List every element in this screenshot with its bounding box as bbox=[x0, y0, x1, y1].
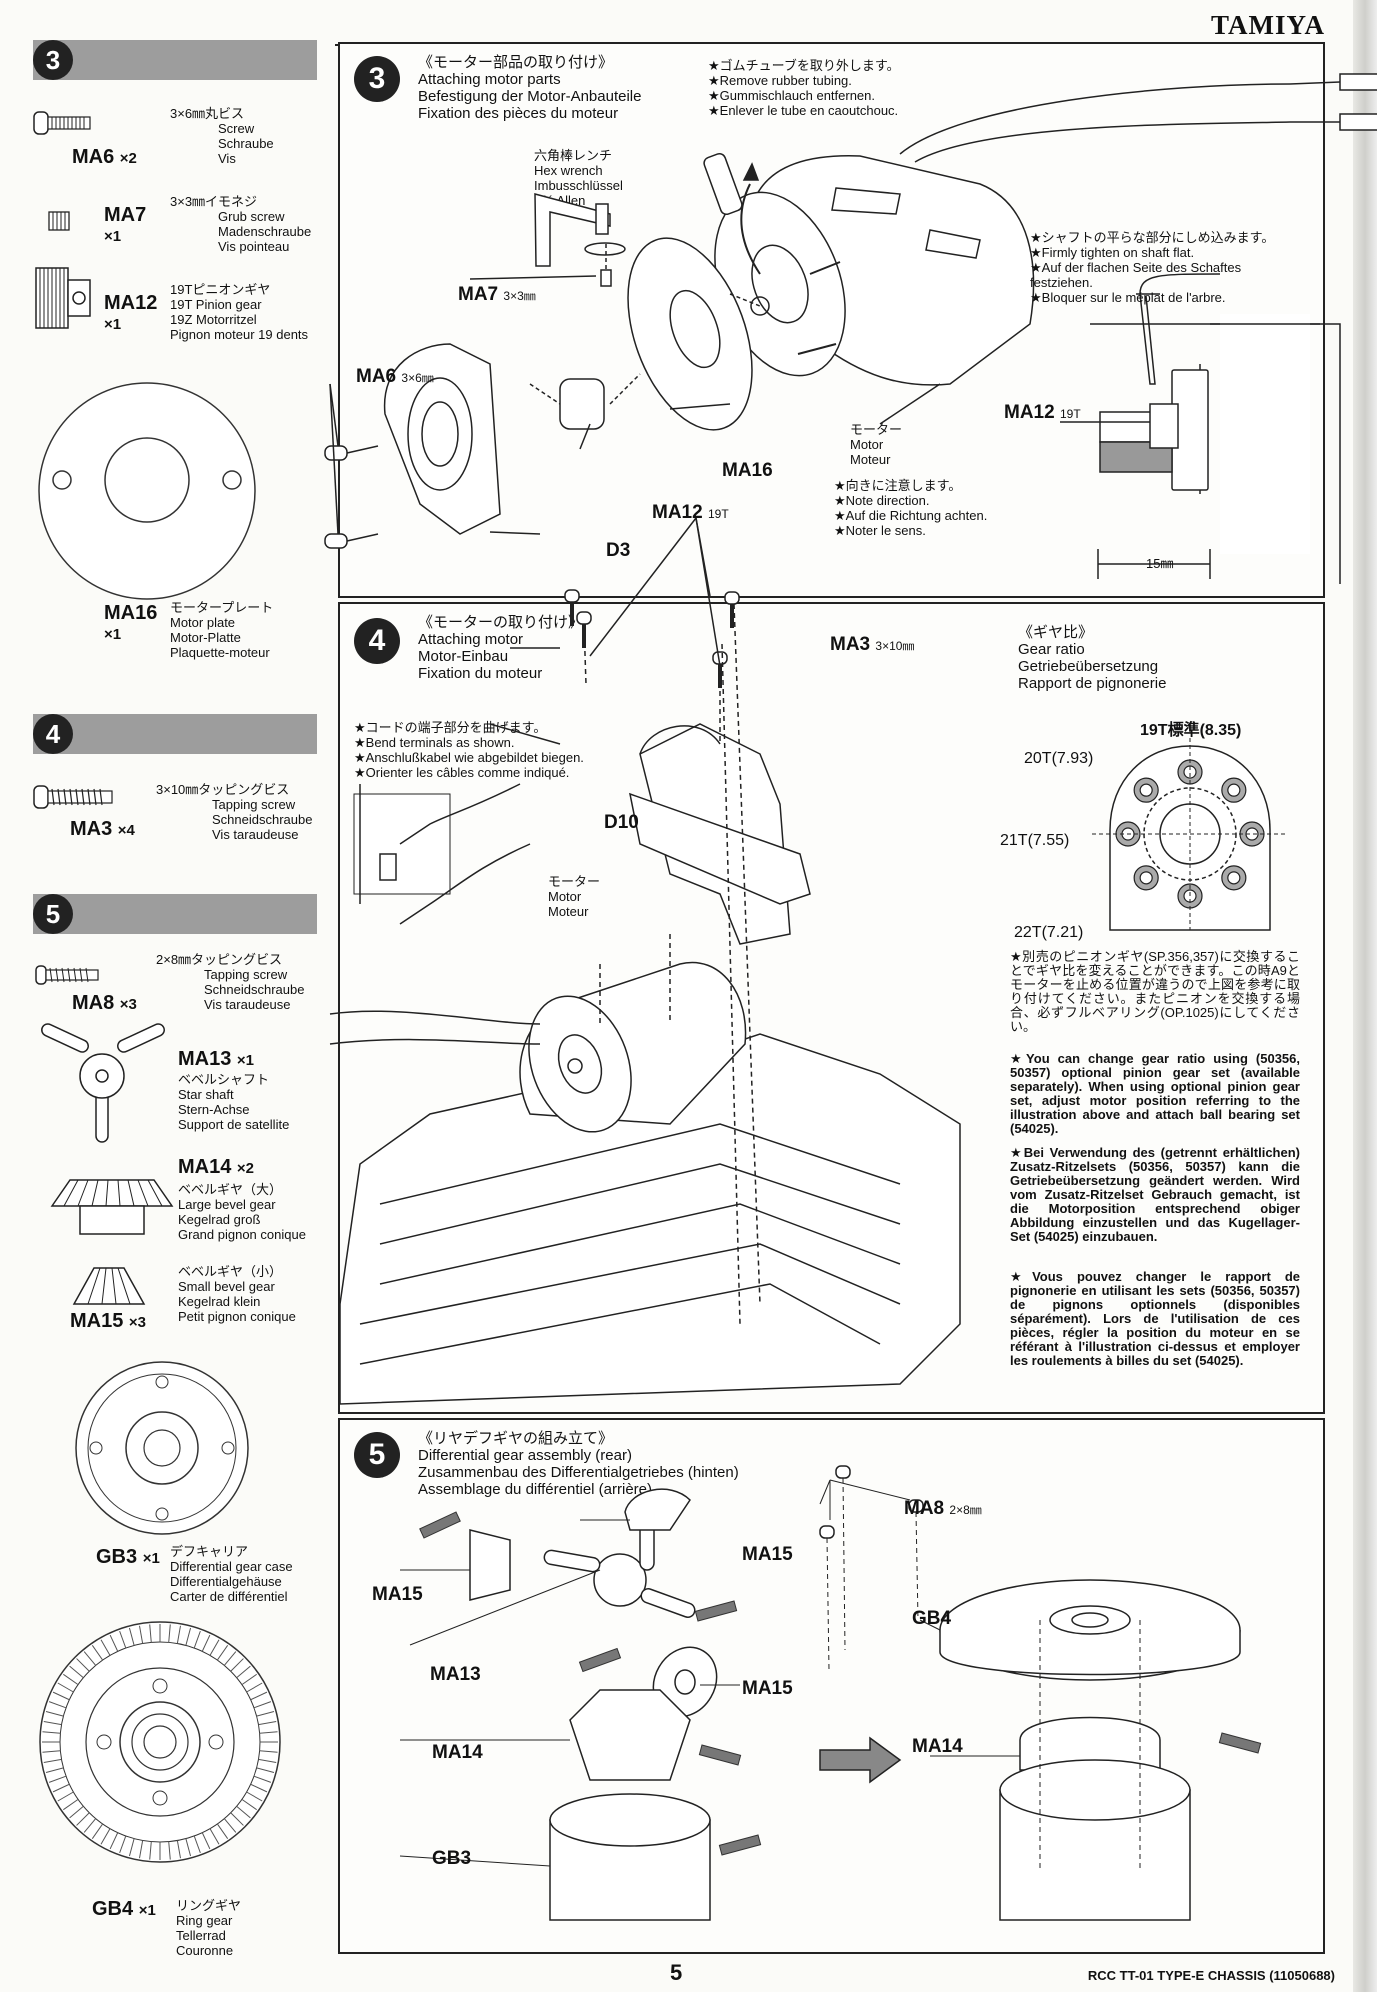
ma14-code: MA14 ×2 bbox=[178, 1156, 255, 1178]
gear-ratio-19t: 19T標準(8.35) bbox=[1140, 722, 1242, 739]
step-3-ma12-label: MA12 19T bbox=[652, 502, 729, 523]
sidebar-section-3-header: 3 bbox=[33, 40, 317, 80]
ma7-description: 3×3㎜イモネジ Grub screw Madenschraube Vis po… bbox=[170, 194, 312, 254]
gear-ratio-20t: 20T(7.93) bbox=[1024, 750, 1094, 767]
step-5-ma14-right-label: MA14 bbox=[912, 1736, 963, 1757]
sidebar-section-5-header: 5 bbox=[33, 894, 317, 934]
step-3-inset-ma12-label: MA12 19T bbox=[1004, 402, 1081, 423]
page-binding-edge bbox=[1353, 0, 1377, 1992]
hex-wrench-label: 六角棒レンチ Hex wrench Imbusschlüssel Clé All… bbox=[534, 148, 623, 208]
ma8-screw-icon bbox=[35, 965, 99, 985]
ma6-description: 3×6㎜丸ビス Screw Schraube Vis bbox=[170, 106, 274, 166]
step-3-d3-label: D3 bbox=[606, 540, 631, 561]
ma13-description: ベベルシャフト Star shaft Stern-Achse Support d… bbox=[178, 1072, 290, 1132]
step-5-gb3-label: GB3 bbox=[432, 1848, 472, 1869]
page-number: 5 bbox=[670, 1960, 683, 1985]
sidebar-section-3-number: 3 bbox=[33, 40, 73, 80]
step-3-number: 3 bbox=[354, 56, 400, 102]
step-5-ma14-label: MA14 bbox=[432, 1742, 483, 1763]
step-5-gb4-label: GB4 bbox=[912, 1608, 952, 1629]
gear-ratio-21t: 21T(7.55) bbox=[1000, 832, 1070, 849]
ma6-code: MA6 ×2 bbox=[72, 146, 137, 168]
brand-logo: TAMIYA bbox=[1210, 10, 1325, 40]
step-4-motor-label: モーター Motor Moteur bbox=[548, 874, 601, 919]
gb4-ring-gear-icon bbox=[39, 1621, 281, 1863]
step-3-tube-note: ★ゴムチューブを取り外します。 ★Remove rubber tubing. ★… bbox=[708, 58, 900, 118]
step-4-title: 《モーターの取り付け》 Attaching motor Motor-Einbau… bbox=[418, 614, 584, 682]
gb4-code: GB4 ×1 bbox=[92, 1898, 156, 1920]
ma15-small-bevel-gear-icon bbox=[72, 1267, 146, 1305]
sidebar-section-4-number: 4 bbox=[33, 714, 73, 754]
ma3-screw-icon bbox=[33, 785, 113, 809]
ma7-grub-screw-icon bbox=[48, 211, 70, 231]
ma13-star-shaft-icon bbox=[41, 1023, 165, 1143]
gear-ratio-note-en: ★You can change gear ratio using (50356,… bbox=[1010, 1051, 1300, 1136]
sidebar-section-4-header: 4 bbox=[33, 714, 317, 754]
step-5-differential-diagram bbox=[399, 1465, 1262, 1921]
ma8-code: MA8 ×3 bbox=[72, 992, 137, 1014]
step-5-ma15-left-label: MA15 bbox=[372, 1584, 423, 1605]
gear-ratio-mount-diagram bbox=[1092, 738, 1288, 931]
step-5-number: 5 bbox=[354, 1432, 400, 1478]
step-5-title: 《リヤデフギヤの組み立て》 Differential gear assembly… bbox=[418, 1430, 739, 1498]
gb3-description: デフキャリア Differential gear case Differenti… bbox=[170, 1544, 293, 1604]
step-3-title: 《モーター部品の取り付け》 Attaching motor parts Befe… bbox=[418, 54, 642, 122]
ma14-large-bevel-gear-icon bbox=[50, 1179, 174, 1235]
gb3-code: GB3 ×1 bbox=[96, 1546, 160, 1568]
step-4-number: 4 bbox=[354, 618, 400, 664]
ma16-code: MA16×1 bbox=[104, 602, 158, 643]
ma15-description: ベベルギヤ（小） Small bevel gear Kegelrad klein… bbox=[178, 1264, 296, 1324]
step-3-ma7-label: MA7 3×3㎜ bbox=[458, 284, 536, 305]
document-id: RCC TT-01 TYPE-E CHASSIS (11050688) bbox=[1087, 1968, 1335, 1983]
ma12-code: MA12×1 bbox=[104, 292, 158, 333]
gear-ratio-note-jp: ★別売のピニオンギヤ(SP.356,357)に交換することでギヤ比を変えることが… bbox=[1010, 949, 1300, 1034]
step-4-bend-note: ★コードの端子部分を曲げます。 ★Bend terminals as shown… bbox=[354, 720, 584, 780]
step-3-ma16-label: MA16 bbox=[722, 460, 773, 481]
step-3-inset-dimension: 15㎜ bbox=[1146, 556, 1174, 571]
gear-ratio-note-de: ★Bei Verwendung des (getrennt erhältlich… bbox=[1010, 1145, 1300, 1244]
gear-ratio-note-fr: ★Vous pouvez changer le rapport de pigno… bbox=[1010, 1269, 1300, 1368]
gb3-differential-case-icon bbox=[75, 1361, 249, 1535]
gear-ratio-title: 《ギヤ比》 Gear ratio Getriebeübersetzung Rap… bbox=[1018, 624, 1167, 692]
step-3-ma6-label: MA6 3×6㎜ bbox=[356, 366, 434, 387]
step-5-ma13-label: MA13 bbox=[430, 1664, 481, 1685]
gear-ratio-22t: 22T(7.21) bbox=[1014, 924, 1084, 941]
step-4-ma3-label: MA3 3×10㎜ bbox=[830, 634, 915, 655]
step-5-ma15-right-label: MA15 bbox=[742, 1678, 793, 1699]
ma3-code: MA3 ×4 bbox=[70, 818, 135, 840]
ma16-motor-plate-icon bbox=[38, 382, 256, 600]
ma7-code: MA7×1 bbox=[104, 204, 147, 245]
ma6-screw-icon bbox=[33, 111, 91, 135]
step-3-motor-label: モーター Motor Moteur bbox=[850, 422, 903, 467]
sidebar-section-5-number: 5 bbox=[33, 894, 73, 934]
step-3-direction-note: ★向きに注意します。 ★Note direction. ★Auf die Ric… bbox=[834, 478, 988, 538]
step-4-motor-mounting-diagram bbox=[329, 517, 961, 1405]
step-3-motor-assembly-diagram bbox=[324, 73, 1377, 584]
ma8-description: 2×8㎜タッピングビス Tapping screw Schneidschraub… bbox=[156, 952, 305, 1012]
ma15-code: MA15 ×3 bbox=[70, 1310, 147, 1332]
step-5-ma15-top-label: MA15 bbox=[742, 1544, 793, 1565]
step-3-shaft-note: ★シャフトの平らな部分にしめ込みます。 ★Firmly tighten on s… bbox=[1030, 230, 1275, 305]
ma13-code: MA13 ×1 bbox=[178, 1048, 255, 1070]
step-4-d10-label: D10 bbox=[604, 812, 639, 833]
ma14-description: ベベルギヤ（大） Large bevel gear Kegelrad groß … bbox=[178, 1182, 306, 1242]
ma12-description: 19Tピニオンギヤ 19T Pinion gear 19Z Motorritze… bbox=[170, 282, 309, 342]
step-5-ma8-label: MA8 2×8㎜ bbox=[904, 1498, 982, 1519]
ma16-description: モータープレート Motor plate Motor-Platte Plaque… bbox=[170, 600, 274, 660]
ma12-pinion-gear-icon bbox=[35, 267, 91, 329]
gb4-description: リングギヤ Ring gear Tellerrad Couronne bbox=[176, 1898, 242, 1958]
ma3-description: 3×10㎜タッピングビス Tapping screw Schneidschrau… bbox=[156, 782, 313, 842]
